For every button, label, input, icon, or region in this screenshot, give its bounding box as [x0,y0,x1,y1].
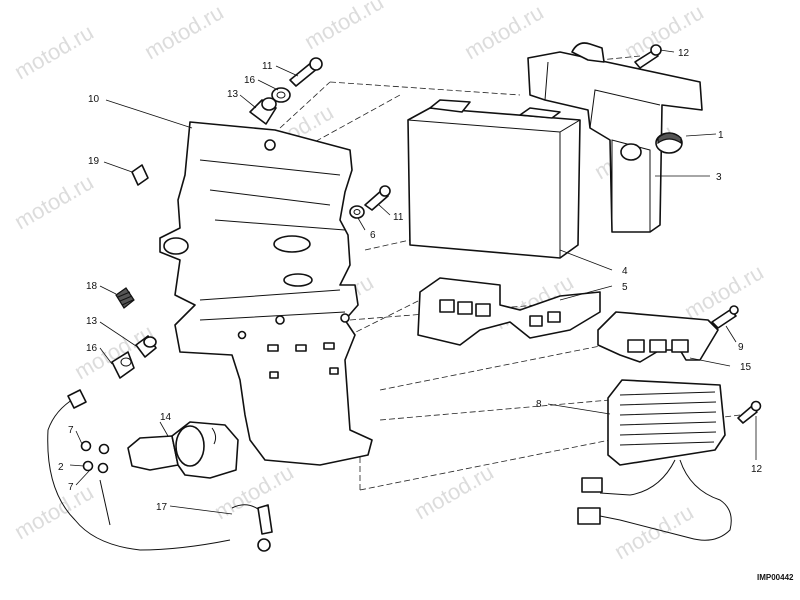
washer-16-lower [111,351,135,379]
cable-left [47,389,231,551]
callout-16: 16 [86,343,98,354]
callout-12: 12 [678,48,690,59]
callout-16: 16 [244,75,256,86]
bolt-11-top [289,57,323,87]
callout-9: 9 [738,342,744,353]
watermark-text: motod.ru [10,169,98,234]
leader-lines [69,49,757,515]
mounting-bracket [159,121,373,466]
watermark-text: motod.ru [140,0,228,64]
callout-7: 7 [68,425,74,436]
callout-2: 2 [58,462,64,473]
callout-numbers: 1 2 3 4 5 6 7 7 8 9 10 11 11 12 12 13 13… [58,48,763,513]
rubber-plug [655,132,683,154]
battery [407,99,581,259]
callout-3: 3 [716,172,722,183]
watermark-text: motod.ru [10,19,98,84]
washers-nuts [80,440,110,474]
callout-12: 12 [751,464,763,475]
callout-11: 11 [393,212,404,223]
callout-13: 13 [86,316,98,327]
callout-18: 18 [86,281,98,292]
grommet-13-top [249,97,277,125]
assembly-lines [279,55,741,491]
ground-cable-17 [231,504,273,552]
callout-5: 5 [622,282,628,293]
bolt-11-mid [364,185,391,211]
image-code-label: IMP00442 [757,573,794,582]
watermark-text: motod.ru [460,0,548,64]
callout-8: 8 [536,399,542,410]
nut-19 [131,164,149,186]
callout-14: 14 [160,412,172,423]
callout-7: 7 [68,482,74,493]
watermark-text: motod.ru [10,479,98,544]
connector-block [417,277,601,346]
bolt-12-right [737,400,762,424]
callout-1: 1 [718,130,724,141]
regulator-plug-b [577,507,601,525]
washer-16-top [271,87,291,103]
callout-19: 19 [88,156,100,167]
callout-10: 10 [88,94,100,105]
callout-4: 4 [622,266,628,277]
callout-11: 11 [262,61,273,72]
watermark-text: motod.ru [300,0,388,54]
callout-15: 15 [740,362,752,373]
watermark-text: motod.ru [610,499,698,564]
bolt-top [634,44,662,69]
callout-13: 13 [227,89,239,100]
callout-6: 6 [370,230,376,241]
grommet-13-lower [135,335,157,358]
bushing-18 [115,287,135,309]
washer-6 [349,205,365,219]
bolt-9 [711,305,739,329]
starter-relay [127,421,239,479]
battery-cover-bracket [527,42,703,233]
cover-hole [620,143,642,161]
watermark-text: motod.ru [620,0,708,64]
watermark-text: motod.ru [410,459,498,524]
regulator-connector [597,311,719,363]
callout-17: 17 [156,502,168,513]
regulator-plug-a [581,477,603,493]
voltage-regulator [577,379,732,541]
